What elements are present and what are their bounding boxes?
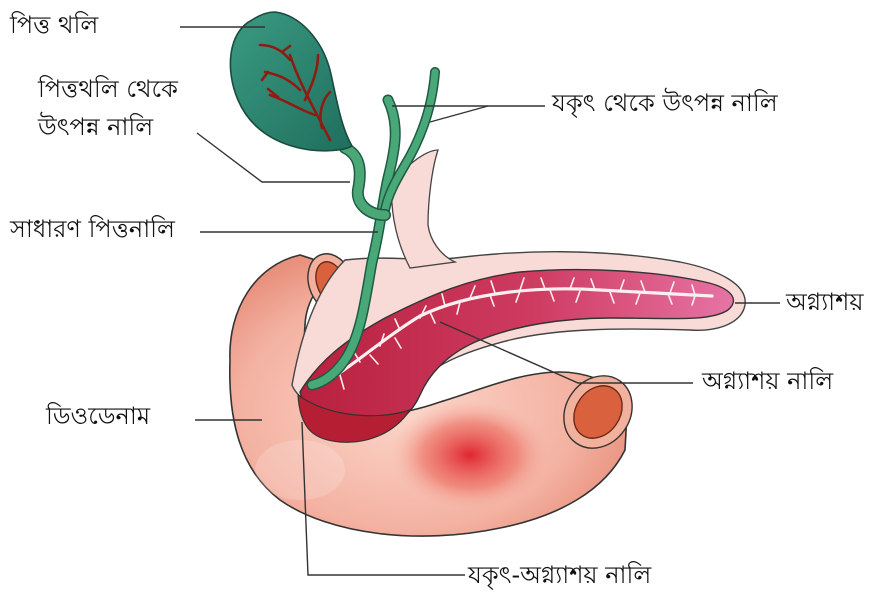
label-duodenum: ডিওডেনাম bbox=[46, 401, 150, 431]
label-hepatic-duct: যকৃৎ থেকে উৎপন্ন নালি bbox=[552, 88, 778, 118]
label-pancreas: অগ্ন্যাশয় bbox=[786, 287, 863, 317]
label-common-bile-duct: সাধারণ পিত্তনালি bbox=[10, 214, 175, 244]
label-pancreatic-duct: অগ্ন্যাশয় নালি bbox=[702, 366, 833, 396]
label-hepatopancreatic-duct: যকৃৎ-অগ্ন্যাশয় নালি bbox=[468, 560, 651, 590]
label-cystic-duct-line1: পিত্তথলি থেকে bbox=[38, 74, 178, 104]
leader-hepatic-duct-b bbox=[430, 106, 488, 122]
label-gallbladder: পিত্ত থলি bbox=[10, 10, 98, 40]
gallbladder-organ bbox=[230, 12, 352, 151]
label-cystic-duct-line2: উৎপন্ন নালি bbox=[38, 112, 153, 142]
